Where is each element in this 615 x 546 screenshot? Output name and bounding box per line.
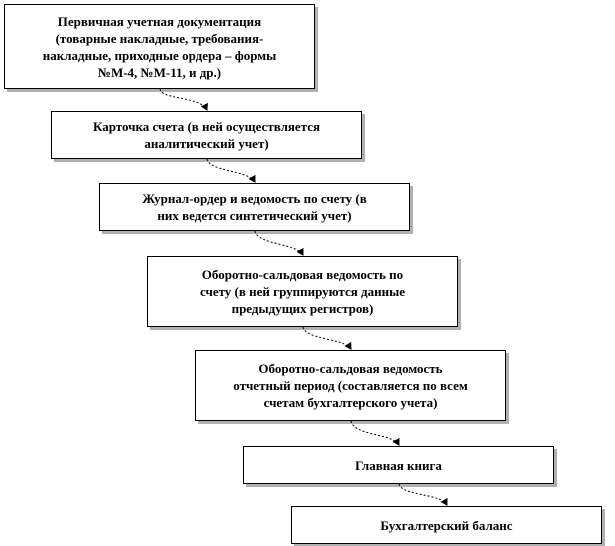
connector-arrow-5 bbox=[350, 420, 400, 446]
box-account-card-text: Карточка счета (в ней осуществляется ана… bbox=[92, 119, 321, 151]
box-journal-order: Журнал-ордер и ведомость по счету (в них… bbox=[99, 183, 410, 231]
box-balance-sheet-text: Бухгалтерский баланс bbox=[380, 517, 513, 533]
connector-arrow-4 bbox=[302, 326, 352, 350]
box-balance-sheet: Бухгалтерский баланс bbox=[291, 506, 602, 544]
box-primary-documentation-text: Первичная учетная документация (товарные… bbox=[42, 13, 277, 80]
box-general-ledger-text: Главная книга bbox=[355, 457, 442, 473]
box-turnover-account: Оборотно-сальдовая ведомость по счету (в… bbox=[147, 256, 458, 327]
connector-arrow-2 bbox=[206, 158, 256, 183]
connector-arrow-3 bbox=[254, 230, 304, 256]
box-account-card: Карточка счета (в ней осуществляется ана… bbox=[51, 111, 362, 159]
connector-arrow-6 bbox=[398, 483, 448, 506]
box-turnover-account-text: Оборотно-сальдовая ведомость по счету (в… bbox=[199, 267, 405, 316]
box-turnover-period: Оборотно-сальдовая ведомость отчетный пе… bbox=[195, 350, 506, 421]
box-turnover-period-text: Оборотно-сальдовая ведомость отчетный пе… bbox=[233, 361, 468, 410]
box-journal-order-text: Журнал-ордер и ведомость по счету (в них… bbox=[142, 191, 367, 223]
box-general-ledger: Главная книга bbox=[243, 446, 554, 484]
box-primary-documentation: Первичная учетная документация (товарные… bbox=[4, 4, 315, 89]
connector-arrow-1 bbox=[159, 88, 208, 111]
